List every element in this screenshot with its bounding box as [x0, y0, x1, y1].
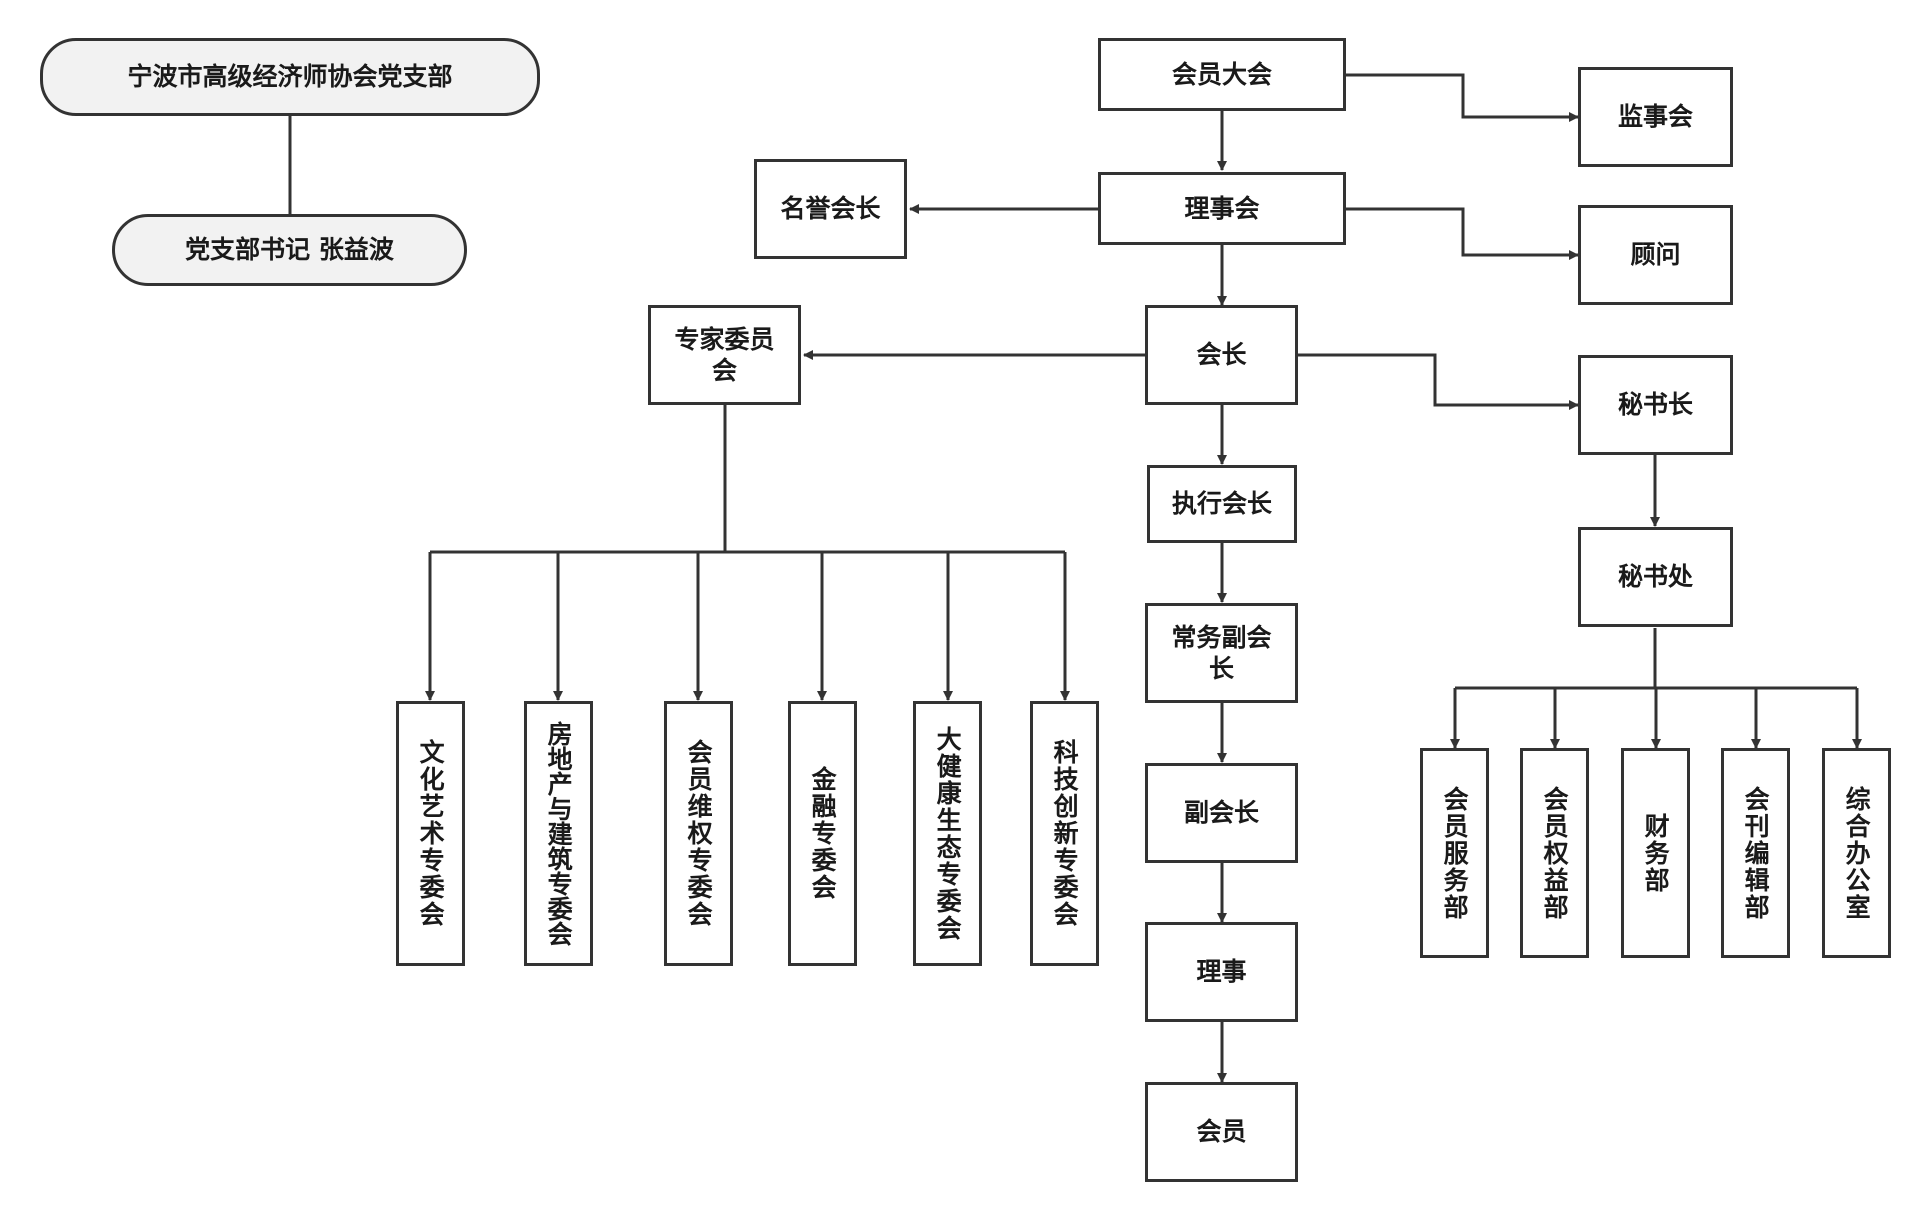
connector-council-advisor: [1345, 207, 1579, 260]
advisor-node: 顾问: [1578, 205, 1733, 305]
connector-secretariat-bus: [1455, 628, 1857, 690]
committee-health-ecology: 大健康生态专委会: [913, 701, 982, 966]
party-branch-node: 宁波市高级经济师协会党支部: [40, 38, 540, 116]
committee-tech-innovation: 科技创新专委会: [1030, 701, 1099, 966]
dept-journal-editorial: 会刊编辑部: [1721, 748, 1790, 958]
secretary-general-node: 秘书长: [1578, 355, 1733, 455]
secretariat-node: 秘书处: [1578, 527, 1733, 627]
vice-president-node: 副会长: [1145, 763, 1298, 863]
connector-expert-bus: [430, 405, 1065, 554]
party-secretary-node: 党支部书记 张益波: [112, 214, 467, 286]
connector-assembly-supervisors: [1345, 73, 1579, 122]
executive-president-node: 执行会长: [1147, 465, 1297, 543]
committee-real-estate: 房地产与建筑专委会: [524, 701, 593, 966]
council-node: 理事会: [1098, 172, 1346, 245]
committee-finance: 金融专委会: [788, 701, 857, 966]
dept-member-service: 会员服务部: [1420, 748, 1489, 958]
president-node: 会长: [1145, 305, 1298, 405]
dept-general-office: 综合办公室: [1822, 748, 1891, 958]
member-node: 会员: [1145, 1082, 1298, 1182]
assembly-node: 会员大会: [1098, 38, 1346, 111]
connector-president-secgen: [1298, 353, 1579, 410]
expert-committee-node: 专家委员会: [648, 305, 801, 405]
committee-culture-arts: 文化艺术专委会: [396, 701, 465, 966]
honorary-president-node: 名誉会长: [754, 159, 907, 259]
dept-member-rights: 会员权益部: [1520, 748, 1589, 958]
committee-member-rights: 会员维权专委会: [664, 701, 733, 966]
supervisors-node: 监事会: [1578, 67, 1733, 167]
director-node: 理事: [1145, 922, 1298, 1022]
standing-vice-president-node: 常务副会长: [1145, 603, 1298, 703]
dept-finance: 财务部: [1621, 748, 1690, 958]
